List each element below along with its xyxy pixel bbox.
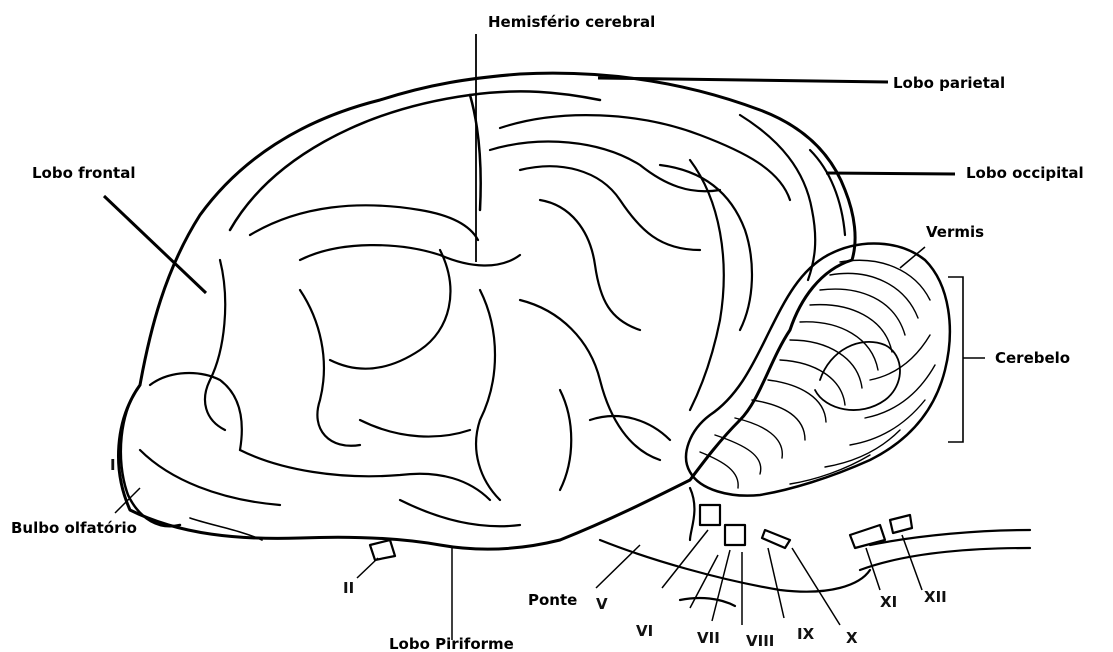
nerve-label-xi: XI [880, 593, 897, 611]
nerve-label-ix: IX [797, 625, 815, 643]
label-ponte: Ponte [528, 591, 577, 609]
nerve-label-x: X [846, 629, 858, 647]
cerebrum-outline [119, 73, 856, 549]
nerve-label-vi: VI [636, 622, 653, 640]
label-vermis: Vermis [926, 223, 984, 241]
nerve-label-ii: II [343, 579, 354, 597]
leader-lines [104, 34, 985, 640]
label-hemisferio: Hemisfério cerebral [488, 13, 655, 31]
gyri [140, 115, 845, 526]
nerve-label-viii: VIII [746, 632, 774, 650]
label-piriforme: Lobo Piriforme [389, 635, 514, 652]
nerve-label-v: V [596, 595, 608, 613]
label-occipital: Lobo occipital [966, 164, 1084, 182]
label-bulbo: Bulbo olfatório [11, 519, 137, 537]
label-frontal: Lobo frontal [32, 164, 135, 182]
nerve-label-i: I [110, 456, 116, 474]
nerve-label-vii: VII [697, 629, 720, 647]
label-cerebelo: Cerebelo [995, 349, 1070, 367]
nerve-label-xii: XII [924, 588, 947, 606]
label-parietal: Lobo parietal [893, 74, 1005, 92]
